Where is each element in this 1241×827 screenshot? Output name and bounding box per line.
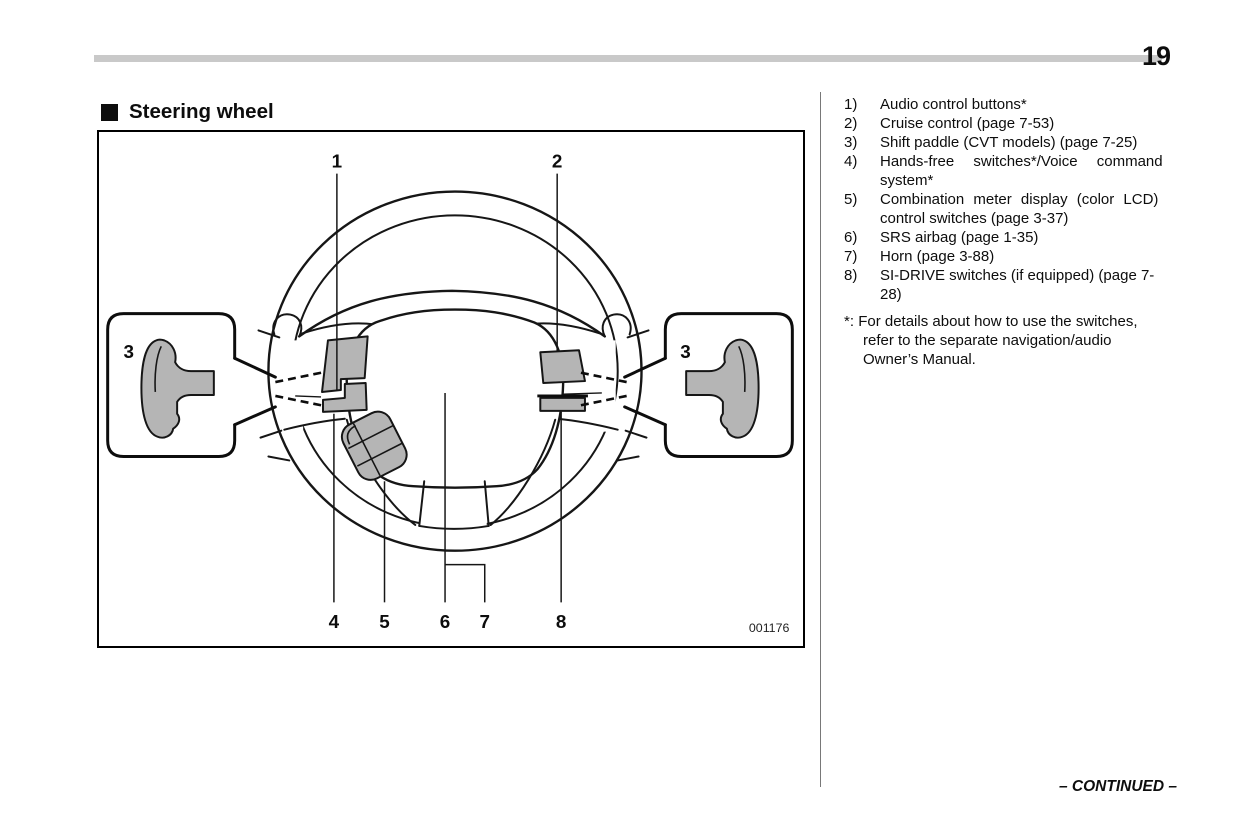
item-text: Hands-free switches*/Voice command <box>880 153 1163 170</box>
callout-number-4: 4 <box>329 611 340 632</box>
rim-tick <box>257 329 281 339</box>
item-text: Audio control buttons* <box>880 96 1027 113</box>
paddle-pointer-dash <box>577 394 627 408</box>
item-text: Combination meter display (color LCD) <box>880 191 1159 208</box>
item-number: 5) <box>844 191 858 208</box>
callout-number-6: 6 <box>440 611 450 632</box>
bottom-spoke-base <box>418 524 490 530</box>
callout-line-7 <box>445 563 486 603</box>
legend-item: 3) Shift paddle (CVT models) (page 7-25) <box>844 133 1181 152</box>
spoke-edge <box>283 417 346 431</box>
item-text: Horn (page 3-88) <box>880 248 995 265</box>
legend-item: 5) Combination meter display (color LCD)… <box>844 190 1181 228</box>
si-drive-pad <box>539 396 586 412</box>
meter-control-pad <box>340 410 408 481</box>
item-number: 2) <box>844 115 858 132</box>
item-number: 3) <box>844 134 858 151</box>
continued-marker: – CONTINUED – <box>1059 778 1177 795</box>
legend-list: 1) Audio control buttons* 2) Cruise cont… <box>844 95 1181 369</box>
column-divider <box>820 92 821 787</box>
section-heading: Steering wheel <box>101 100 274 124</box>
page-number: 19 <box>1142 41 1171 71</box>
legend-item: 2) Cruise control (page 7-53) <box>844 114 1181 133</box>
item-text: system* <box>880 172 934 189</box>
bottom-spoke-flare <box>489 418 557 526</box>
callout-number-1: 1 <box>332 151 342 172</box>
grip-notch-right <box>601 313 632 338</box>
footnote-text: For details about how to use the switche… <box>858 313 1138 330</box>
item-number: 4) <box>844 153 858 170</box>
callout-number-7: 7 <box>479 611 489 632</box>
heading-bullet-icon <box>101 103 118 121</box>
audio-buttons-pad <box>321 335 369 393</box>
legend-item: 4) Hands-free switches*/Voice command sys… <box>844 152 1181 190</box>
shift-paddle-icon <box>685 338 760 439</box>
callout-number-2: 2 <box>552 151 562 172</box>
item-number: 8) <box>844 267 858 284</box>
item-text: SRS airbag (page 1-35) <box>880 229 1039 246</box>
legend-item: 1) Audio control buttons* <box>844 95 1181 114</box>
paddle-pointer-dash <box>275 394 325 408</box>
rim-tick <box>267 455 291 462</box>
header-rule <box>94 55 1162 62</box>
item-text: 28) <box>880 286 902 303</box>
legend-item: 8) SI-DRIVE switches (if equipped) (page… <box>844 266 1181 304</box>
upper-spoke-plate <box>297 289 606 338</box>
wheel-outer-rim <box>267 190 643 552</box>
grip-notch-left <box>272 313 303 338</box>
callout-number-8: 8 <box>556 611 566 632</box>
item-text: Cruise control (page 7-53) <box>880 115 1055 132</box>
rim-tick <box>259 429 283 439</box>
bottom-spoke-rib <box>483 480 490 527</box>
callout-number-3-right: 3 <box>680 341 690 362</box>
shift-paddle-icon <box>140 338 215 439</box>
spoke-edge <box>301 322 376 335</box>
paddle-inset-left <box>106 312 277 458</box>
paddle-pointer-dash <box>577 370 627 384</box>
handsfree-pad <box>322 382 368 413</box>
legend-item: 6) SRS airbag (page 1-35) <box>844 228 1181 247</box>
bottom-spoke-rib <box>418 480 426 527</box>
heading-title: Steering wheel <box>129 100 274 123</box>
item-number: 1) <box>844 96 858 113</box>
item-text: Shift paddle (CVT models) (page 7-25) <box>880 134 1138 151</box>
spoke-line <box>295 395 322 398</box>
figure-box: 1 2 4 5 6 7 8 3 3 <box>97 130 805 648</box>
spoke-edge <box>556 417 619 431</box>
footnote-text: Owner’s Manual. <box>863 351 976 368</box>
callout-number-5: 5 <box>379 611 389 632</box>
rim-tick <box>626 329 650 339</box>
legend-item: 7) Horn (page 3-88) <box>844 247 1181 266</box>
footnote: *: For details about how to use the swit… <box>844 312 1181 369</box>
item-number: 7) <box>844 248 858 265</box>
figure-code: 001176 <box>749 621 790 635</box>
item-text: SI-DRIVE switches (if equipped) (page 7- <box>880 267 1155 284</box>
rim-tick <box>616 455 640 462</box>
paddle-inset-right <box>623 312 794 458</box>
paddle-pointer-dash <box>275 370 325 384</box>
callout-number-3-left: 3 <box>124 341 134 362</box>
cruise-pad <box>539 349 586 385</box>
footnote-marker: *: <box>844 313 855 330</box>
item-text: control switches (page 3-37) <box>880 210 1069 227</box>
rim-tick <box>624 429 648 439</box>
footnote-text: refer to the separate navigation/audio <box>863 332 1112 349</box>
item-number: 6) <box>844 229 858 246</box>
steering-wheel-diagram: 1 2 4 5 6 7 8 3 3 <box>106 151 794 635</box>
